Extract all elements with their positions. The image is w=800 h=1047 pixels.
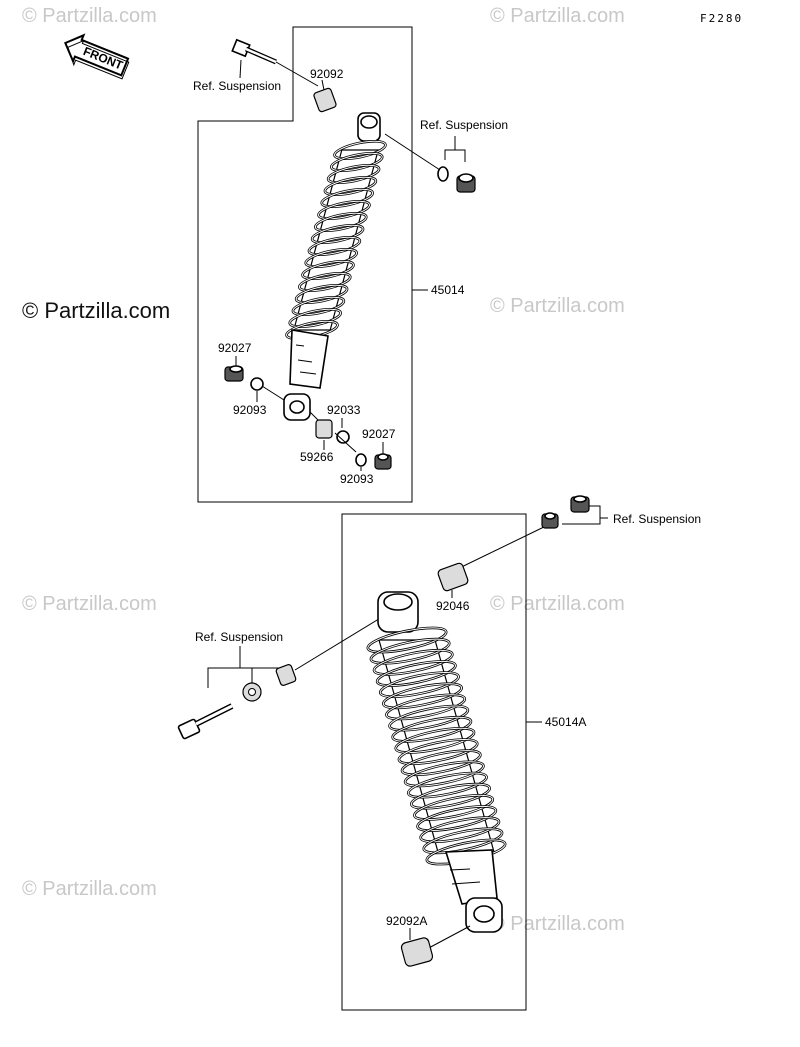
leader-line — [384, 133, 441, 171]
watermark: © Partzilla.com — [22, 878, 157, 900]
collar-59266 — [315, 419, 333, 439]
label-45014A: 45014A — [545, 715, 586, 729]
spring-coil — [373, 649, 453, 675]
collar-92092A — [400, 937, 434, 967]
spring-coil — [404, 761, 484, 787]
spring-coil — [321, 188, 374, 208]
front-arrow-icon: FRONT — [64, 33, 130, 80]
spring-coil — [385, 694, 466, 720]
lower-bolt — [177, 703, 234, 740]
leader-line — [309, 411, 319, 421]
leader-line — [334, 432, 357, 453]
leader-line — [239, 59, 242, 79]
label-45014: 45014 — [431, 283, 465, 297]
label-92092A: 92092A — [386, 914, 427, 928]
collar-92046 — [437, 562, 469, 592]
label-ref-suspension: Ref. Suspension — [193, 79, 281, 93]
label-ref-suspension: Ref. Suspension — [613, 512, 701, 526]
leader-bracket — [562, 505, 608, 525]
watermark: © Partzilla.com — [490, 593, 625, 615]
spring-coil — [398, 738, 478, 765]
shock-absorber-45014A — [366, 591, 507, 933]
label-92092: 92092 — [310, 67, 344, 81]
bushing-92027 — [224, 365, 244, 382]
label-92093: 92093 — [340, 472, 374, 486]
spring-coil — [330, 152, 383, 172]
spring-coil — [389, 705, 469, 731]
collar — [275, 664, 297, 686]
spring-coil — [318, 200, 370, 220]
label-92027: 92027 — [362, 427, 396, 441]
washer — [437, 166, 449, 182]
spring-coil — [379, 671, 460, 698]
leader-line — [424, 925, 471, 951]
spring-coil — [420, 817, 500, 843]
nut — [456, 173, 476, 193]
spring-coil — [334, 140, 386, 160]
spring-coil — [410, 783, 491, 809]
top-assembly-frame — [197, 26, 413, 503]
spring-coil — [407, 772, 488, 798]
spring-coil — [376, 660, 456, 687]
nut — [570, 495, 590, 513]
spring-coil — [367, 627, 447, 653]
bushing-92027 — [374, 453, 392, 470]
watermark-group: © Partzilla.com © Partzilla.com © Partzi… — [22, 5, 625, 935]
diagram-code: F2280 — [700, 12, 743, 25]
spring-coil — [289, 308, 342, 328]
label-59266: 59266 — [300, 450, 334, 464]
spring-coil — [327, 164, 380, 184]
watermark: © Partzilla.com — [490, 5, 625, 27]
label-92093: 92093 — [233, 403, 267, 417]
spring-coil — [324, 176, 377, 196]
washer-92093 — [250, 377, 264, 391]
spring-coil — [308, 236, 361, 256]
spring-coil — [292, 296, 345, 316]
collar-92092 — [313, 87, 337, 113]
watermark: © Partzilla.com — [490, 913, 625, 935]
leader-line — [275, 61, 319, 87]
label-92027: 92027 — [218, 341, 252, 355]
top-bolt — [231, 38, 277, 65]
label-ref-suspension: Ref. Suspension — [420, 118, 508, 132]
spring-coil — [298, 272, 351, 292]
label-ref-suspension: Ref. Suspension — [195, 630, 283, 644]
spring-coil — [392, 716, 472, 742]
label-92046: 92046 — [436, 599, 470, 613]
spring-coil — [401, 750, 481, 776]
spring-coil — [314, 212, 367, 232]
leader-line — [261, 385, 285, 401]
watermark: © Partzilla.com — [490, 295, 625, 317]
spring-coil — [305, 248, 358, 268]
spring-coil — [395, 727, 475, 754]
leader-bracket — [444, 136, 466, 162]
leader-line — [321, 79, 325, 91]
circlip-92033 — [336, 430, 350, 444]
watermark: © Partzilla.com — [22, 5, 157, 27]
shock-absorber-45014 — [283, 112, 387, 421]
watermark: © Partzilla.com — [22, 593, 157, 615]
spring-coil — [302, 260, 354, 280]
spring-coil — [417, 805, 497, 832]
label-92033: 92033 — [327, 403, 361, 417]
bushing — [541, 512, 559, 529]
spring-coil — [382, 683, 463, 709]
bottom-assembly-frame — [341, 513, 527, 1011]
watermark-dark: © Partzilla.com — [22, 298, 170, 323]
spring-coil — [413, 794, 494, 821]
spring-coil — [311, 224, 364, 244]
spring-coil — [295, 284, 348, 304]
spring-coil — [370, 638, 450, 664]
spring-coil — [423, 828, 503, 854]
leader-bracket — [207, 646, 284, 688]
washer-92093 — [355, 453, 367, 467]
